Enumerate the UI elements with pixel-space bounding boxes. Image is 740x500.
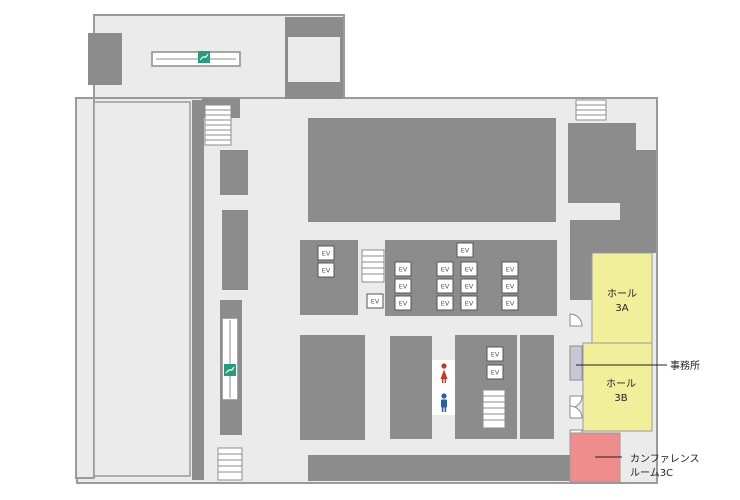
svg-text:EV: EV — [461, 247, 470, 255]
stairs-icon — [217, 447, 243, 481]
svg-text:EV: EV — [491, 369, 500, 377]
elevator-icon: EV — [456, 242, 474, 258]
svg-text:EV: EV — [399, 283, 408, 291]
svg-text:EV: EV — [322, 267, 331, 275]
hall-3a[interactable]: ホール 3A — [591, 252, 653, 344]
svg-text:EV: EV — [399, 266, 408, 274]
office-room — [569, 345, 583, 381]
stairs-icon — [204, 104, 232, 146]
elevator-icon: EV — [486, 364, 504, 380]
stairs-icon — [482, 389, 506, 429]
elevator-icon: EV — [436, 261, 454, 277]
svg-text:EV: EV — [506, 283, 515, 291]
svg-text:EV: EV — [506, 300, 515, 308]
elevator-icon: EV — [501, 261, 519, 277]
svg-text:EV: EV — [465, 283, 474, 291]
elevator-icon: EV — [486, 346, 504, 362]
svg-text:EV: EV — [441, 300, 450, 308]
svg-text:EV: EV — [441, 283, 450, 291]
elevator-icon: EV — [436, 278, 454, 294]
svg-text:EV: EV — [441, 266, 450, 274]
west-hall-area — [93, 101, 191, 477]
svg-text:EV: EV — [399, 300, 408, 308]
hall-3b[interactable]: ホール 3B — [582, 342, 653, 432]
elevator-icon: EV — [394, 278, 412, 294]
stairs-icon — [575, 99, 607, 121]
svg-text:EV: EV — [465, 300, 474, 308]
elevator-icon: EV — [501, 278, 519, 294]
elevator-icon: EV — [460, 261, 478, 277]
hall-3a-label: ホール — [607, 288, 637, 300]
upper-room — [288, 37, 340, 82]
escalator-west — [221, 317, 239, 401]
male-toilet-icon — [436, 392, 452, 414]
hall-3a-number: 3A — [615, 303, 628, 314]
office-label: 事務所 — [670, 359, 700, 372]
svg-text:EV: EV — [465, 266, 474, 274]
conference-callout: カンファレンス ルーム3C — [595, 453, 700, 479]
hall-3b-label: ホール — [606, 378, 636, 390]
elevator-icon: EV — [460, 295, 478, 311]
elevators: EV EV EV EV EV EV EV EV EV EV EV EV EV E… — [317, 242, 519, 380]
elevator-icon: EV — [394, 261, 412, 277]
svg-text:EV: EV — [491, 351, 500, 359]
svg-text:EV: EV — [371, 298, 380, 306]
blocked-areas — [88, 17, 656, 481]
elevator-icon: EV — [501, 295, 519, 311]
elevator-icon: EV — [366, 293, 384, 309]
elevator-icon: EV — [460, 278, 478, 294]
female-toilet-icon — [436, 362, 452, 384]
elevator-icon: EV — [317, 245, 335, 261]
elevator-icon: EV — [394, 295, 412, 311]
elevator-icon: EV — [436, 295, 454, 311]
elevator-icon: EV — [317, 262, 335, 278]
svg-text:EV: EV — [506, 266, 515, 274]
svg-text:EV: EV — [322, 250, 331, 258]
toilet-area — [432, 360, 455, 415]
conference-number: ルーム3C — [630, 467, 673, 479]
hall-3b-number: 3B — [614, 393, 627, 404]
office-callout: 事務所 — [576, 359, 700, 372]
escalator-top — [151, 51, 241, 67]
stairs-icon — [361, 249, 385, 283]
conference-label: カンファレンス — [630, 453, 700, 465]
